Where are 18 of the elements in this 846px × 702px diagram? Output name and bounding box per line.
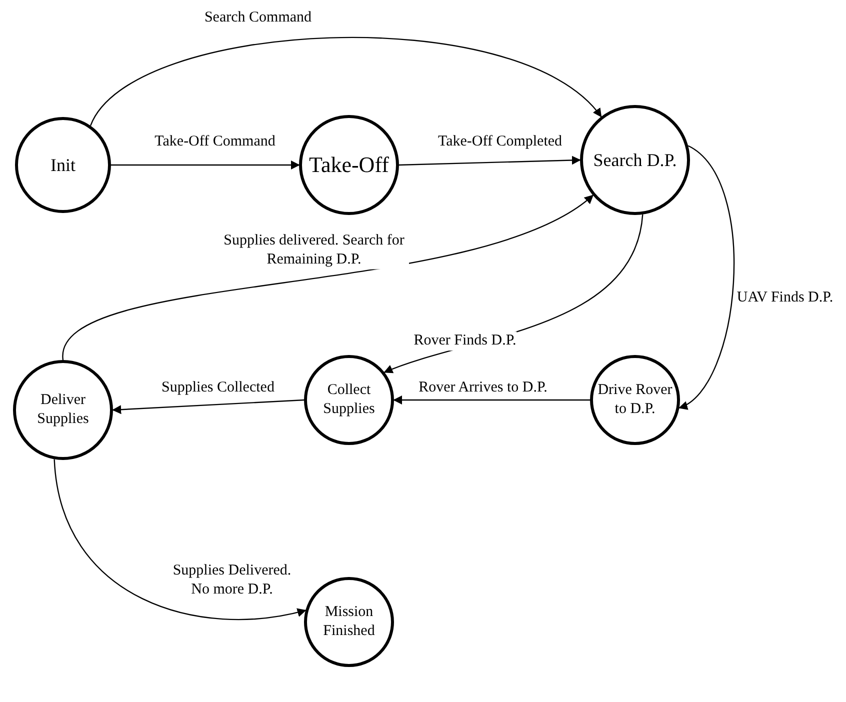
state-label: Deliver Supplies: [36, 391, 90, 429]
edge-label: Rover Finds D.P.: [414, 332, 516, 350]
transition-arrow: [90, 37, 602, 126]
transition-arrow: [111, 160, 300, 170]
state-label: Collect Supplies: [322, 381, 376, 419]
transition-arrow: [678, 145, 734, 408]
transition-arrow: [54, 459, 306, 620]
state-label: Search D.P.: [593, 148, 677, 172]
state-label: Take-Off: [309, 151, 389, 179]
transition-arrow: [62, 194, 594, 360]
state-label: Init: [50, 154, 76, 176]
state-label: Drive Rover to D.P.: [597, 381, 673, 419]
edge-label: Supplies Collected: [162, 378, 274, 398]
transition-arrow: [112, 399, 304, 414]
transition-arrow: [393, 396, 590, 404]
edge-label: Take-Off Completed: [438, 132, 562, 152]
transition-arrow: [398, 156, 581, 166]
state-label: Mission Finished: [322, 603, 376, 641]
